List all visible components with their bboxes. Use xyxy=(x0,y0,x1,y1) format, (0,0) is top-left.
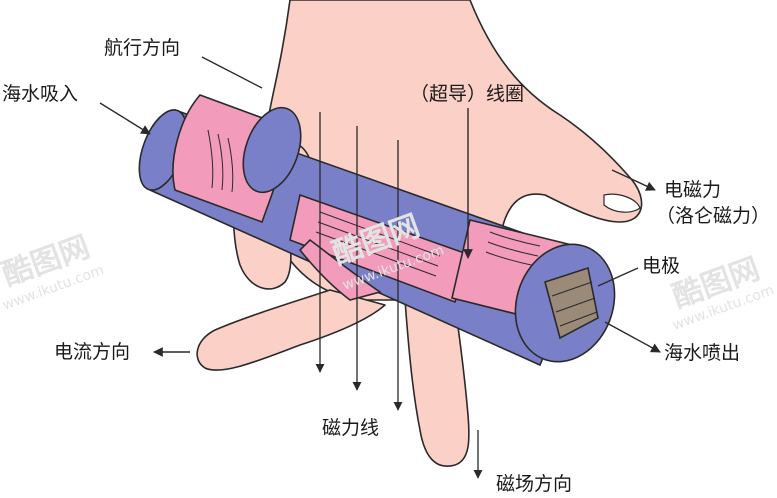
label-em-force: 电磁力 xyxy=(664,179,722,201)
coil-ring xyxy=(242,106,302,194)
thumb-nail xyxy=(603,193,641,213)
arrow-electrode xyxy=(597,267,639,287)
arrow-seawater-out xyxy=(604,321,661,353)
label-field-direction: 磁场方向 xyxy=(496,473,573,495)
arrow-em-force xyxy=(611,169,656,191)
annotation-arrows xyxy=(99,56,661,357)
arrow-seawater-in xyxy=(99,102,151,135)
coil-mid-band xyxy=(289,193,471,304)
magnetic-field-lines xyxy=(315,112,483,479)
arrow-sailing-direction xyxy=(201,56,263,89)
label-lorentz-force: （洛仑磁力） xyxy=(656,205,771,227)
index-finger xyxy=(196,289,386,371)
electrode-block xyxy=(544,266,599,340)
label-coil: （超导）线圈 xyxy=(410,83,525,105)
label-seawater-out: 海水喷出 xyxy=(664,342,741,364)
label-field-lines: 磁力线 xyxy=(322,417,380,439)
middle-finger xyxy=(404,299,470,467)
label-current-direction: 电流方向 xyxy=(54,341,131,363)
nozzle-end xyxy=(514,243,616,363)
label-electrode: 电极 xyxy=(642,255,681,277)
label-seawater-in: 海水吸入 xyxy=(2,83,79,105)
label-sailing-direction: 航行方向 xyxy=(104,37,181,59)
coil-windings xyxy=(207,129,541,277)
